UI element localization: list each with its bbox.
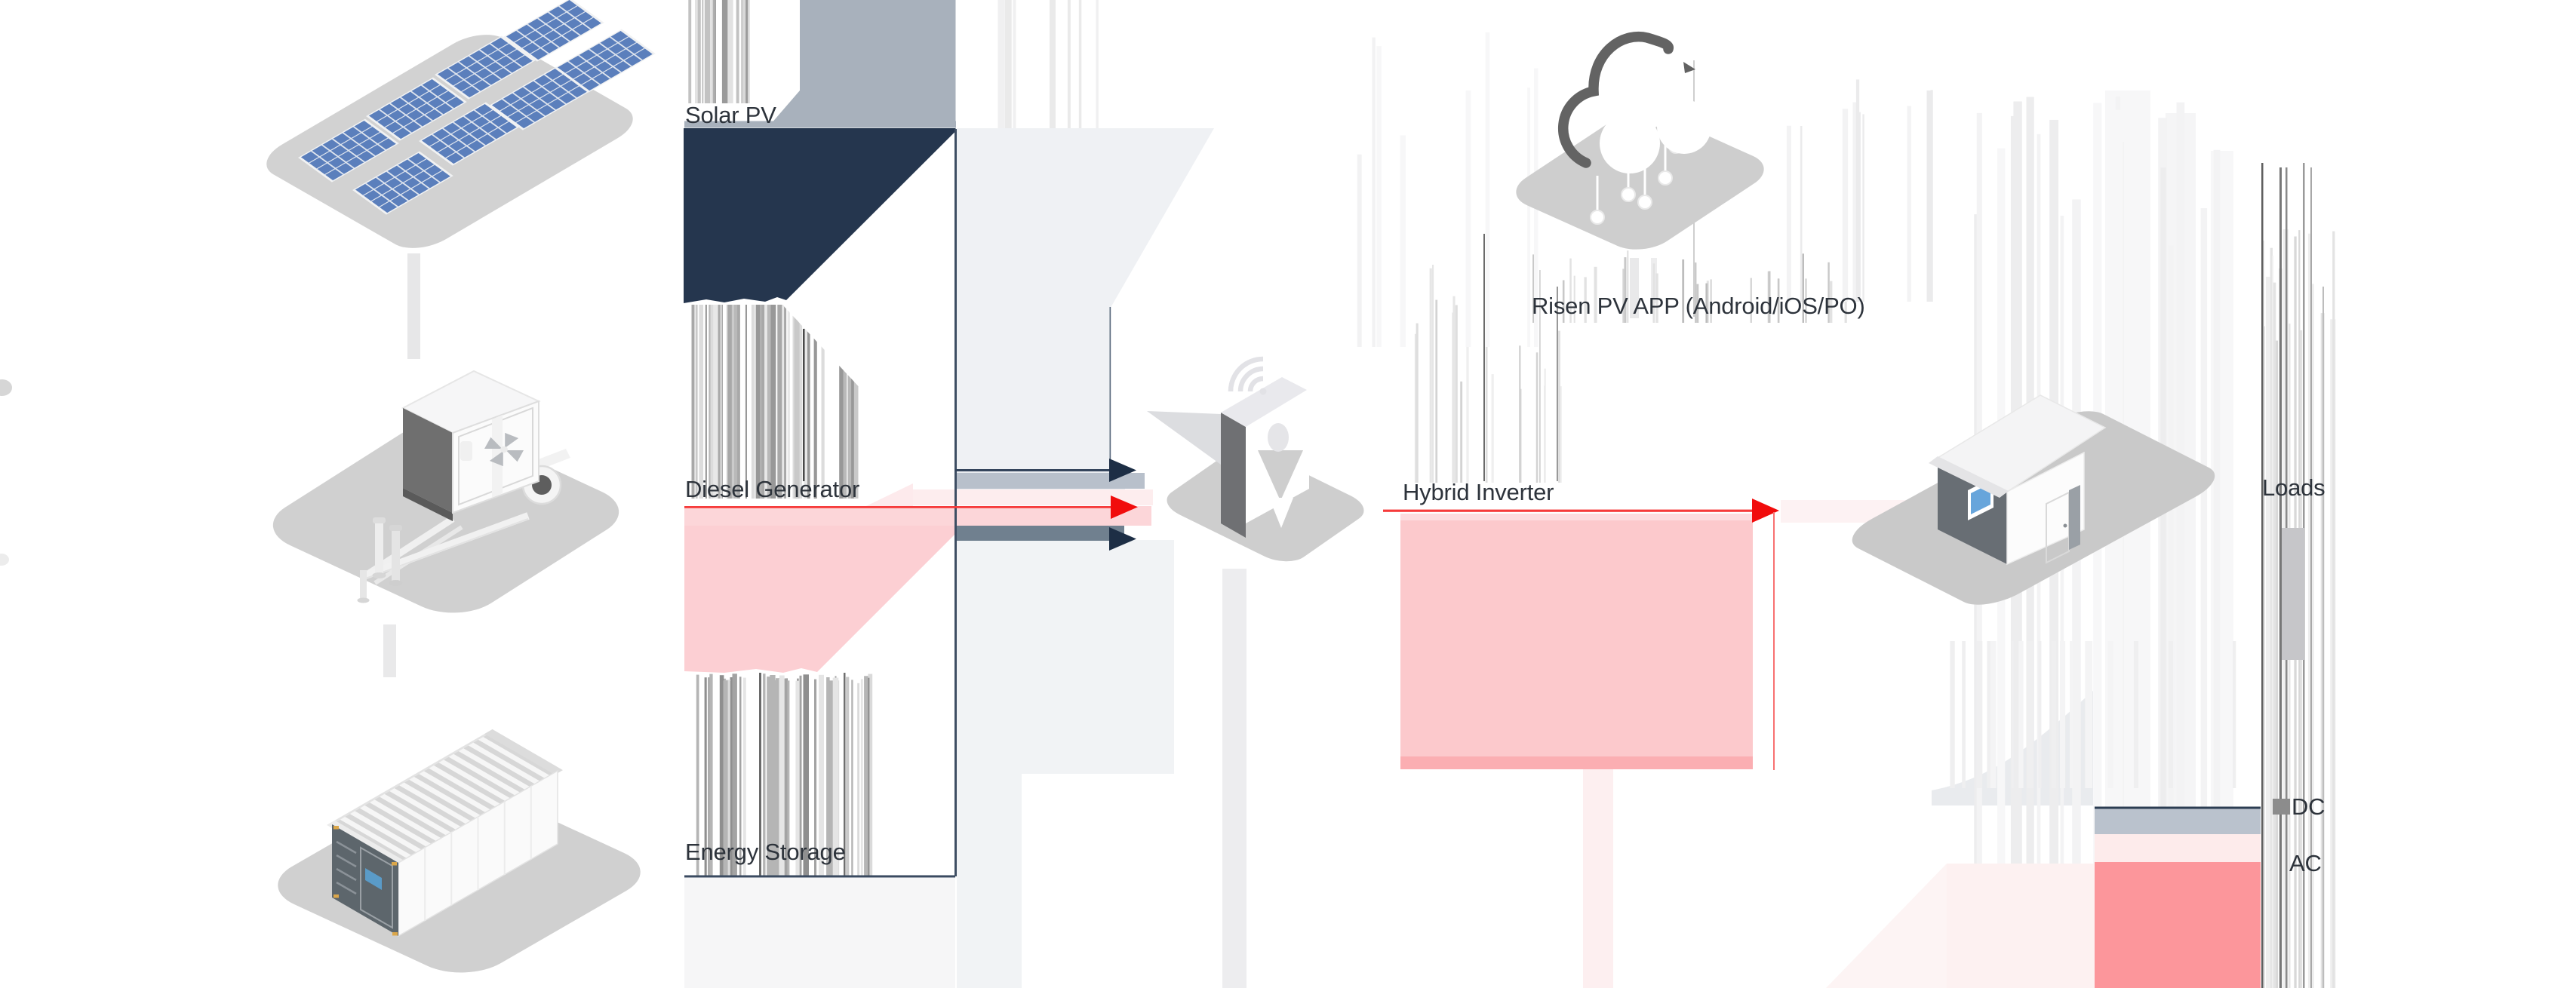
svg-text:AC: AC: [2289, 850, 2322, 876]
svg-text:Risen PV APP (Android/iOS/PO): Risen PV APP (Android/iOS/PO): [1532, 293, 1865, 319]
svg-text:Hybrid Inverter: Hybrid Inverter: [1403, 479, 1554, 505]
svg-text:Energy Storage: Energy Storage: [685, 839, 846, 865]
svg-text:DC: DC: [2292, 793, 2325, 820]
svg-text:Solar PV: Solar PV: [685, 102, 776, 128]
svg-text:Diesel Generator: Diesel Generator: [685, 476, 859, 502]
svg-text:Loads: Loads: [2262, 474, 2325, 501]
